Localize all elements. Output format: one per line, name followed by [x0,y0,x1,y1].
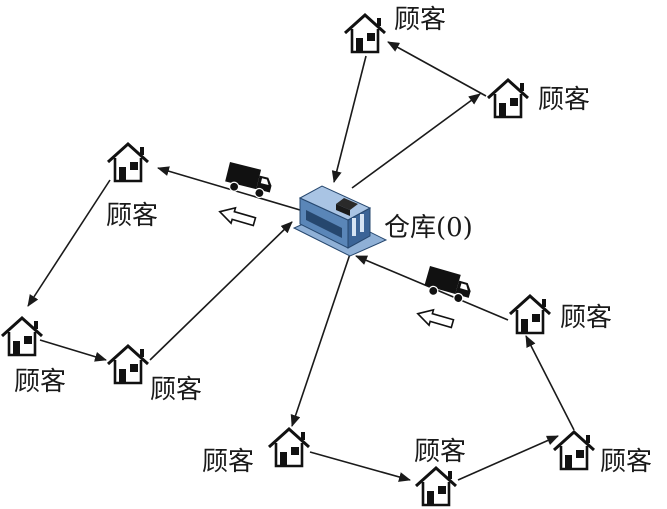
edge-c6-c7 [309,451,411,482]
depot-label: 仓库(0) [384,213,473,243]
edge-depot-c3 [157,166,301,211]
edge-c5-depot [149,221,293,361]
edge-c7-c8 [457,435,559,481]
node-label-c1: 顾客 [394,5,446,35]
edge-c4-c5 [39,339,107,362]
direction-arrow-icon [416,308,455,329]
house-icon [552,430,596,471]
house-icon [267,427,311,468]
node-label-c6: 顾客 [202,447,254,477]
edge-c8-c9 [525,335,575,431]
house-icon [414,466,458,507]
route-edges [27,41,575,482]
house-icon [508,294,552,335]
node-label-c3: 顾客 [106,201,158,231]
edge-depot-c2 [351,93,481,189]
edge-depot-c6 [290,253,351,427]
house-icon [343,13,387,54]
node-label-c7: 顾客 [414,437,466,467]
house-icon [486,78,530,119]
warehouse-icon [292,185,388,257]
edge-c1-depot [331,55,367,183]
house-icon [106,344,150,385]
node-label-c5: 顾客 [150,375,202,405]
direction-arrow-icon [218,206,257,227]
truck-icon [424,266,471,304]
node-label-c4: 顾客 [14,367,66,397]
node-label-c9: 顾客 [560,303,612,333]
edge-c3-c4 [27,179,111,307]
node-label-c8: 顾客 [600,447,652,477]
truck-icon [225,162,272,199]
node-label-c2: 顾客 [538,85,590,115]
house-icon [0,316,44,357]
house-icon [106,142,150,183]
edge-c2-c1 [387,41,487,97]
